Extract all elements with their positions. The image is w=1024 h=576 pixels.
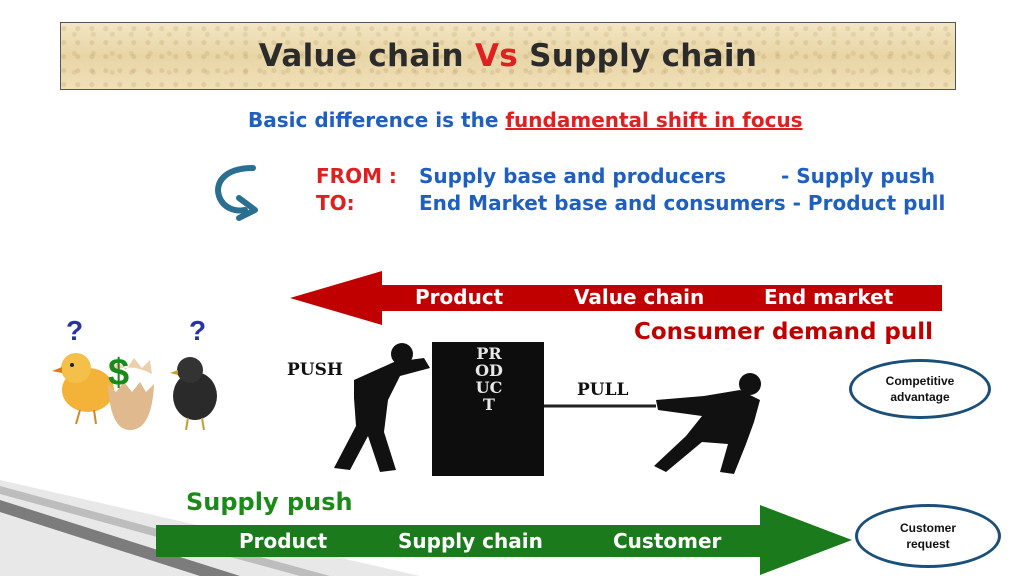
title-part2: Supply chain bbox=[518, 38, 758, 74]
customer-line1: Customer bbox=[899, 520, 956, 535]
competitive-line1: Competitive bbox=[885, 373, 955, 388]
to-label: TO: bbox=[316, 191, 355, 215]
product-box bbox=[432, 342, 544, 476]
page-title: Value chain Vs Supply chain bbox=[259, 38, 757, 74]
question-mark-left: ? bbox=[66, 315, 84, 346]
supply-arrow-item-supply-chain: Supply chain bbox=[398, 529, 543, 553]
supply-push-label: Supply push bbox=[186, 488, 353, 516]
from-label: FROM : bbox=[316, 164, 397, 188]
title-part1: Value chain bbox=[258, 38, 475, 74]
dollar-sign-icon: $ bbox=[108, 352, 130, 394]
value-arrow-item-end-market: End market bbox=[764, 285, 894, 309]
subtitle-emphasis: fundamental shift in focus bbox=[505, 108, 803, 132]
push-pull-illustration bbox=[334, 342, 761, 476]
chick-egg-illustration bbox=[52, 353, 217, 431]
product-vertical-text: PRODUCT bbox=[475, 344, 503, 414]
pushing-man-icon bbox=[334, 343, 430, 472]
yellow-chick-icon bbox=[52, 353, 114, 425]
value-arrow-item-value-chain: Value chain bbox=[574, 285, 705, 309]
value-chain-arrow bbox=[290, 271, 942, 325]
to-text: End Market base and consumers - Product … bbox=[419, 191, 946, 215]
curved-arrow-icon bbox=[215, 165, 258, 221]
from-text: Supply base and producers bbox=[419, 164, 727, 188]
from-tail: - Supply push bbox=[781, 164, 936, 188]
push-text: PUSH bbox=[287, 360, 343, 380]
competitive-line2: advantage bbox=[890, 390, 950, 404]
supply-arrow-item-customer: Customer bbox=[613, 529, 722, 553]
supply-arrow-item-product: Product bbox=[239, 529, 328, 553]
pull-text: PULL bbox=[577, 380, 629, 400]
subtitle-lead: Basic difference is the bbox=[248, 108, 506, 132]
title-banner: Value chain Vs Supply chain bbox=[60, 22, 956, 90]
egg-icon bbox=[108, 358, 154, 430]
pulling-man-icon bbox=[654, 373, 761, 474]
value-arrow-item-product: Product bbox=[415, 285, 504, 309]
supply-chain-arrow bbox=[156, 505, 852, 575]
title-vs: Vs bbox=[474, 38, 519, 74]
subtitle: Basic difference is the fundamental shif… bbox=[248, 108, 803, 132]
black-chick-icon bbox=[170, 357, 217, 431]
question-mark-right: ? bbox=[189, 315, 207, 346]
consumer-demand-pull-label: Consumer demand pull bbox=[634, 319, 934, 345]
customer-request-oval: Customer request bbox=[855, 504, 1001, 568]
competitive-advantage-oval: Competitive advantage bbox=[849, 359, 991, 419]
customer-line2: request bbox=[906, 537, 950, 551]
